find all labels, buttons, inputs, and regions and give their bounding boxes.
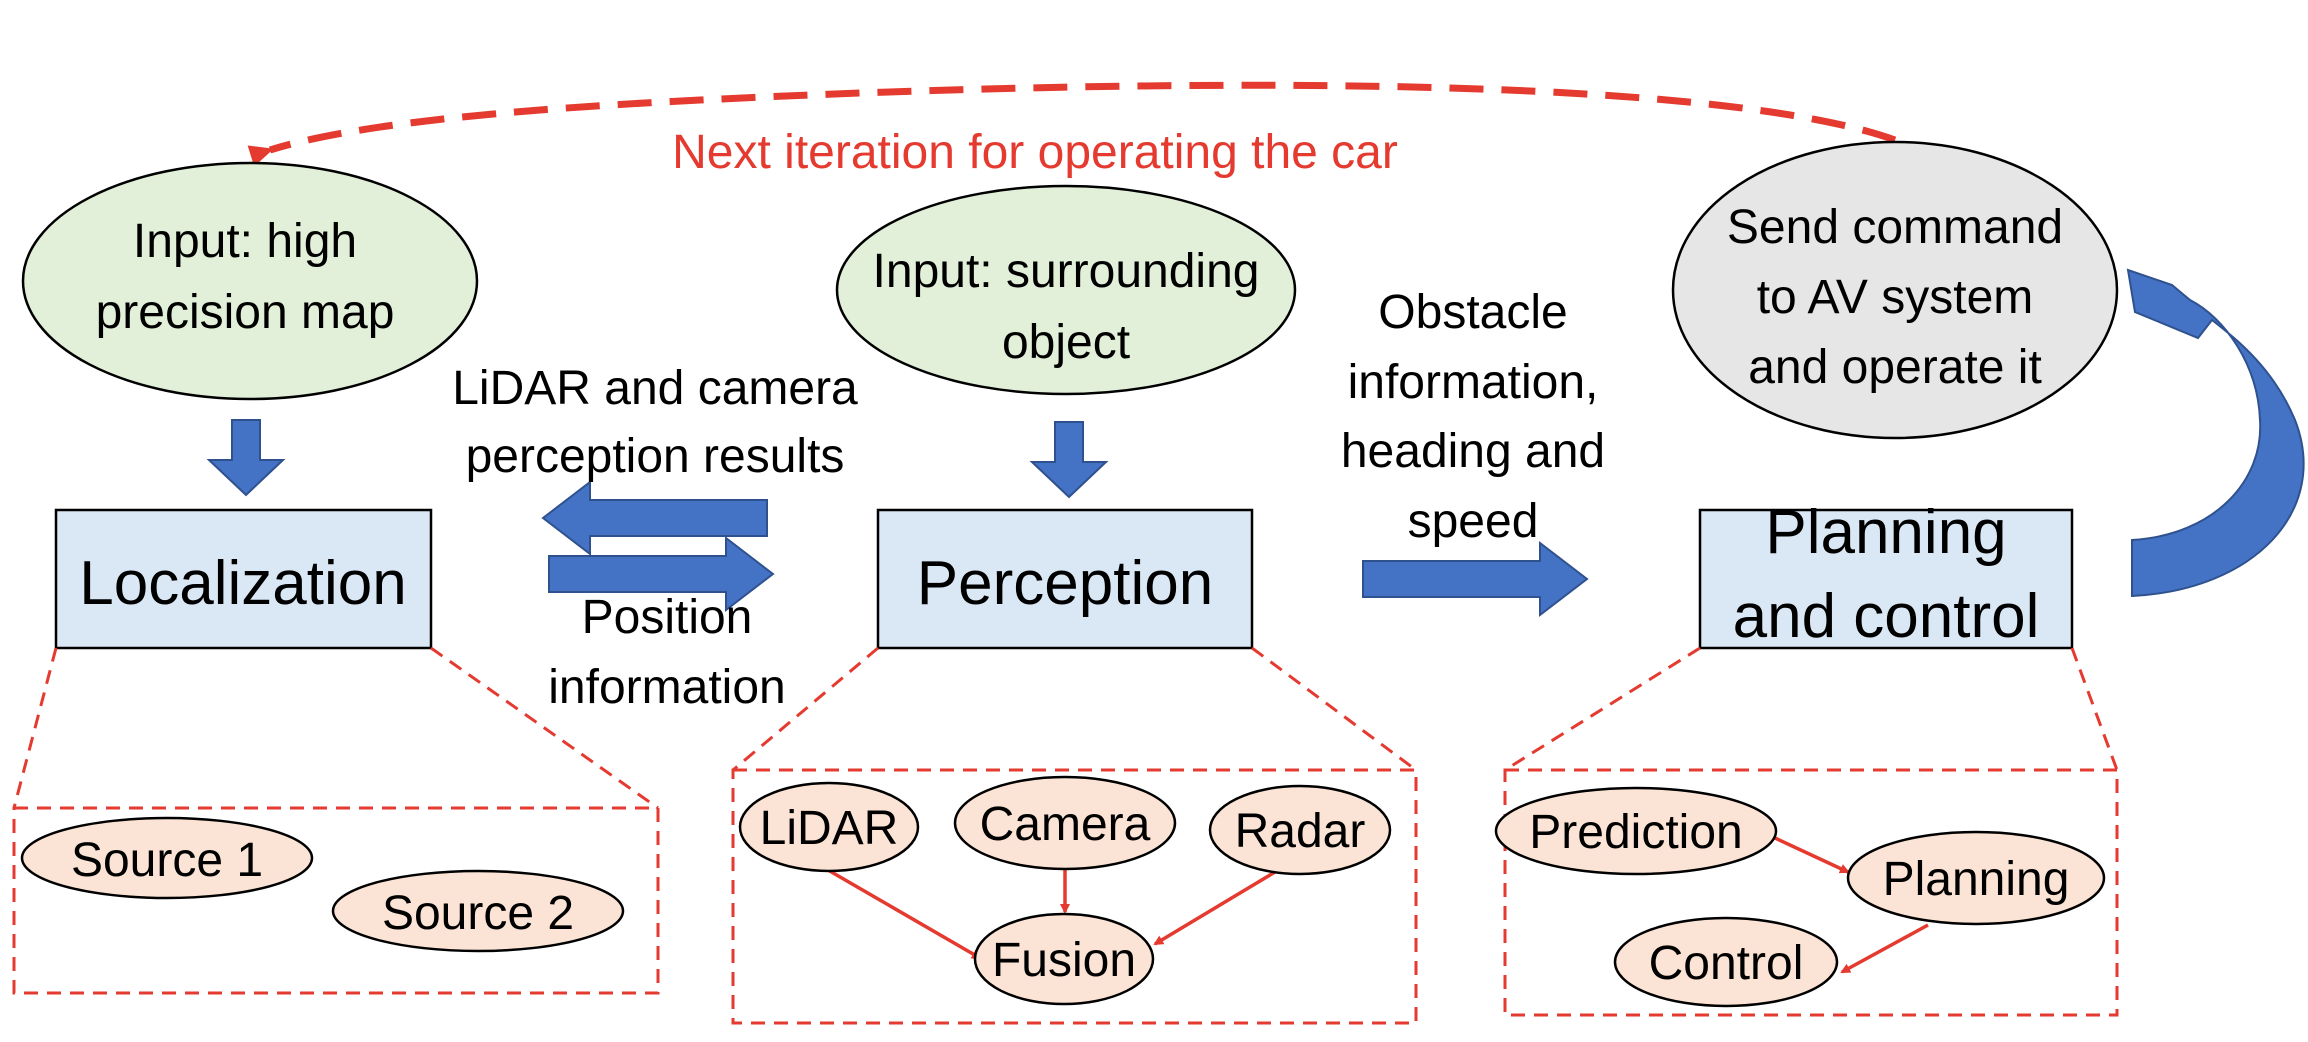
camera-label: Camera — [980, 798, 1151, 851]
localization-box — [54, 508, 433, 650]
command-line-2: to AV system — [1757, 271, 2034, 324]
localization-detail-box — [12, 806, 660, 995]
arrow-to-perception — [548, 535, 775, 613]
input-object-line-1: Input: surrounding — [873, 245, 1260, 298]
down-arrow-map — [206, 419, 286, 497]
edge-prediction-planning — [1774, 836, 1850, 874]
lidar-camera-label-line-2: perception results — [466, 430, 845, 483]
control-label: Control — [1649, 937, 1804, 990]
obstacle-label-line-1: Obstacle — [1378, 286, 1567, 339]
radar-label: Radar — [1235, 805, 1366, 858]
input-object-ellipse — [835, 184, 1297, 396]
command-line-3: and operate it — [1748, 341, 2042, 394]
obstacle-label-line-3: heading and — [1341, 425, 1605, 478]
position-label-line-1: Position — [582, 591, 753, 644]
planning-zoom-line-right — [2070, 647, 2119, 771]
fusion-node — [973, 912, 1155, 1006]
perception-box — [876, 508, 1254, 650]
input-map-line-2: precision map — [96, 286, 395, 339]
loop-label: Next iteration for operating the car — [672, 126, 1398, 179]
planning-label-line-1: Planning — [1765, 498, 2006, 567]
source-2-node — [331, 869, 625, 953]
obstacle-label-line-4: speed — [1408, 495, 1539, 548]
perception-label: Perception — [917, 549, 1213, 618]
lidar-camera-label-line-1: LiDAR and camera — [452, 362, 858, 415]
source-1-label: Source 1 — [71, 834, 263, 887]
input-map-line-1: Input: high — [133, 215, 357, 268]
radar-node — [1208, 784, 1392, 876]
source-2-label: Source 2 — [382, 887, 574, 940]
planning-node — [1846, 830, 2106, 926]
camera-node — [953, 775, 1177, 871]
source-1-node — [20, 816, 314, 900]
localization-zoom-line-right — [430, 646, 659, 810]
command-line-1: Send command — [1727, 201, 2063, 254]
planning-label-line-2: and control — [1733, 582, 2040, 651]
edge-planning-control — [1840, 923, 1929, 974]
edge-lidar-fusion — [827, 868, 982, 960]
arrow-to-localization — [541, 479, 768, 557]
input-map-ellipse — [21, 161, 479, 401]
perception-zoom-line-left — [732, 646, 879, 772]
planning-zoom-line-left — [1504, 646, 1701, 772]
command-ellipse — [1671, 140, 2119, 440]
planning-node-label: Planning — [1883, 853, 2070, 906]
prediction-node — [1494, 786, 1778, 876]
planning-detail-box — [1503, 768, 2119, 1017]
lidar-label: LiDAR — [760, 802, 899, 855]
position-label-line-2: information — [548, 661, 785, 714]
feedback-loop-arrow — [247, 81, 1897, 167]
planning-box — [1698, 508, 2074, 650]
edge-radar-fusion — [1153, 870, 1276, 946]
prediction-label: Prediction — [1529, 806, 1742, 859]
lidar-node — [738, 781, 920, 873]
perception-detail-box — [731, 768, 1418, 1025]
input-object-line-2: object — [1002, 316, 1130, 369]
localization-zoom-line-left — [12, 647, 58, 809]
perception-zoom-line-right — [1251, 646, 1417, 772]
down-arrow-object — [1029, 421, 1109, 499]
control-node — [1613, 916, 1839, 1008]
localization-label: Localization — [79, 549, 406, 618]
arrow-to-planning — [1362, 540, 1589, 618]
curved-arrow-to-command — [2126, 268, 2305, 598]
obstacle-label-line-2: information, — [1348, 356, 1599, 409]
fusion-label: Fusion — [992, 934, 1136, 987]
